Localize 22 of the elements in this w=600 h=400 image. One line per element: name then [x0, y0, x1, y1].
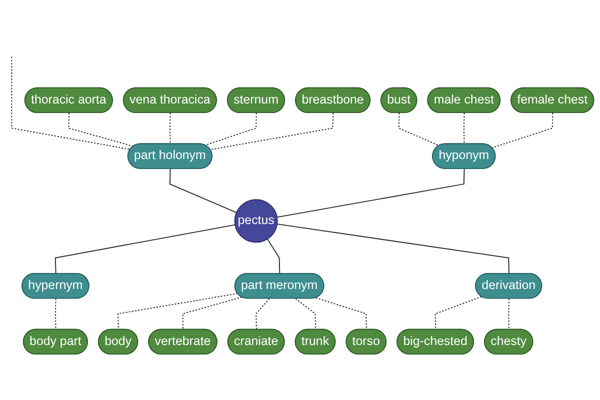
- connector: [54, 298, 56, 330]
- connector: [118, 293, 238, 330]
- connector: [11, 56, 131, 150]
- connector: [210, 112, 334, 150]
- connector: [54, 224, 236, 274]
- node-circle: pectus: [234, 199, 278, 243]
- connector: [463, 112, 465, 145]
- connector: [256, 298, 270, 330]
- connector: [398, 112, 440, 146]
- connector: [434, 296, 482, 330]
- connector: [169, 112, 171, 145]
- connector: [169, 168, 237, 213]
- connector: [316, 297, 367, 330]
- connector: [276, 224, 510, 274]
- connector: [276, 168, 465, 218]
- connector: [267, 238, 280, 274]
- connector: [492, 112, 554, 148]
- connector: [68, 112, 134, 147]
- connector: [295, 298, 316, 330]
- connector: [508, 298, 510, 330]
- connector: [204, 112, 257, 146]
- connector: [182, 296, 242, 330]
